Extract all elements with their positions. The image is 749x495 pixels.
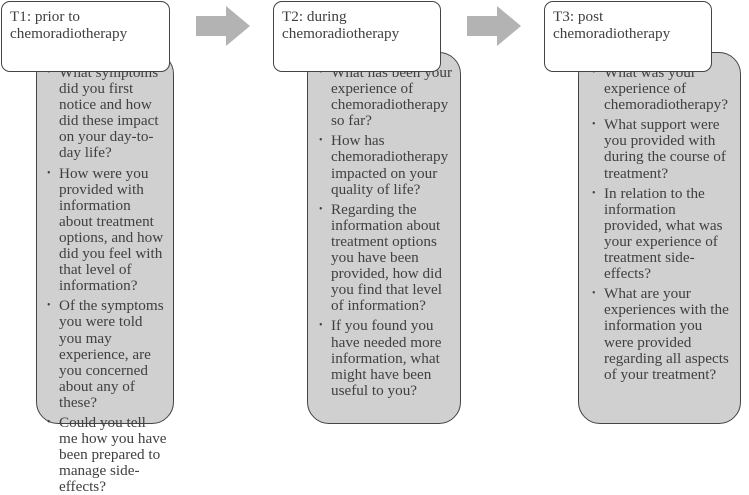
t2-title-line1: T2: during (282, 8, 347, 25)
t2-title-box: T2: during chemoradiotherapy (273, 1, 441, 72)
t2-question-1: What has been your experience of chemora… (318, 64, 454, 129)
t3-title-box: T3: post chemoradiotherapy (544, 1, 712, 72)
t3-question-1: What was your experience of chemoradioth… (591, 64, 734, 113)
t2-question-3: Regarding the information about treatmen… (318, 201, 454, 315)
t2-questions-list: What has been your experience of chemora… (318, 64, 454, 399)
t1-question-2: How were you provided with information a… (46, 165, 167, 295)
t2-question-4: If you found you have needed more inform… (318, 318, 454, 399)
t3-question-2: What support were you provided with duri… (591, 117, 734, 181)
t3-title-line1: T3: post (553, 8, 604, 25)
t3-questions-list: What was your experience of chemoradioth… (591, 64, 734, 383)
t1-question-3: Of the symptoms you were told you may ex… (46, 298, 167, 411)
t2-questions-box: What has been your experience of chemora… (307, 52, 461, 424)
t2-question-2: How has chemoradiotherapy impacted on yo… (318, 133, 454, 197)
t3-questions-box: What was your experience of chemoradioth… (578, 52, 741, 424)
t1-questions-box: What symptoms did you first notice and h… (36, 52, 174, 495)
t1-question-4: Could you tell me how you have been prep… (46, 414, 167, 495)
t2-title-line2: chemoradiotherapy (282, 25, 400, 42)
t1-title-box: T1: prior to chemoradiotherapy (1, 1, 170, 72)
arrow-right-icon (196, 6, 250, 46)
t3-title-line2: chemoradiotherapy (553, 25, 671, 42)
t1-questions-list: What symptoms did you first notice and h… (46, 64, 167, 495)
arrow-right-icon (467, 6, 521, 46)
t3-question-3: In relation to the information provided,… (591, 185, 734, 283)
t3-question-4: What are your experiences with the infor… (591, 286, 734, 383)
t1-title-line2: chemoradiotherapy (10, 25, 128, 42)
t1-title-line1: T1: prior to (10, 8, 81, 25)
timeline-diagram: What symptoms did you first notice and h… (0, 0, 749, 429)
t1-question-1: What symptoms did you first notice and h… (46, 64, 167, 162)
